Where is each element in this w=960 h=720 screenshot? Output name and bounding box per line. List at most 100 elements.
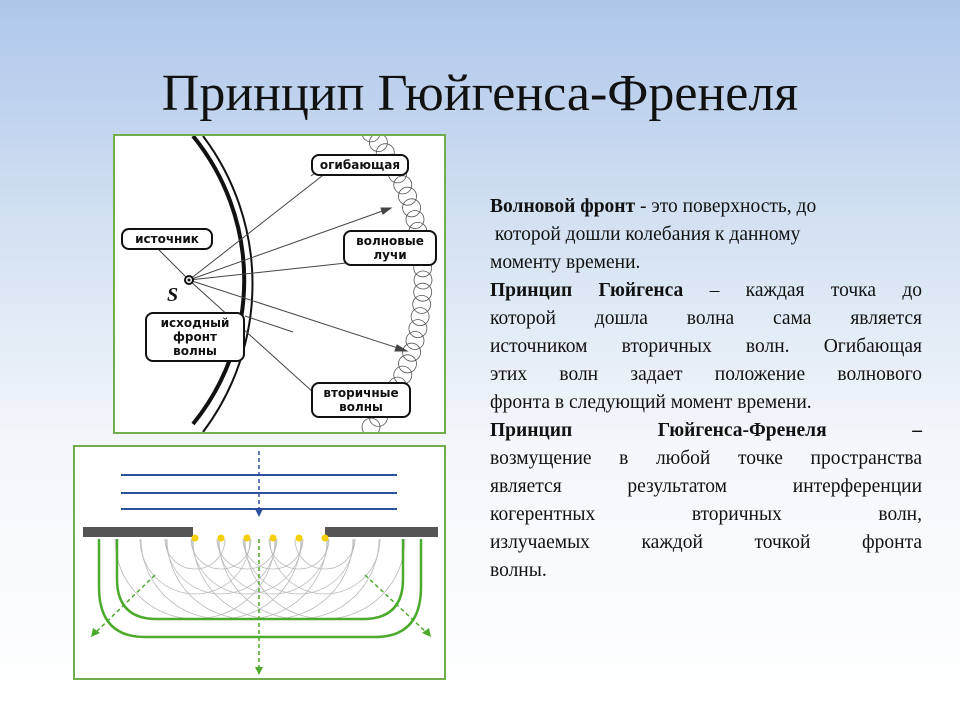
label-source: источник	[121, 228, 213, 250]
wavelet-circle	[413, 282, 433, 302]
label-secondary: вторичные волны	[311, 382, 411, 418]
hf-dash: –	[826, 420, 923, 441]
secondary-wave-arc	[269, 538, 381, 595]
slit-point	[295, 534, 303, 542]
slide-title: Принцип Гюйгенса-Френеля	[161, 65, 799, 122]
secondary-wave-arc	[192, 538, 354, 620]
wavefront-line-2: которой дошли колебания к данному	[490, 224, 801, 245]
secondary-wave-arc	[217, 538, 329, 595]
wavelet-circle	[361, 417, 381, 432]
wavelet-circle	[412, 294, 432, 314]
hf-term: Принцип Гюйгенса-Френеля	[490, 420, 827, 441]
wavelet-circle	[408, 319, 428, 339]
slit-point	[191, 534, 199, 542]
wave-rays	[154, 157, 413, 413]
wavefront-line-3: моменту времени.	[490, 252, 641, 273]
ray-arrow-3	[394, 344, 409, 352]
initial-wavefront-arc	[191, 136, 247, 426]
ray-5	[188, 279, 336, 413]
wavelet-circle	[362, 136, 380, 143]
secondary-wave-arc	[294, 538, 356, 570]
label-envelope-text: огибающая	[319, 158, 401, 172]
source-point-center	[187, 278, 191, 282]
wavefront-outer	[97, 539, 423, 639]
ray-arrow-1	[380, 207, 393, 215]
huygens-text-1: – каждая точка до	[683, 280, 922, 301]
secondary-wave-arc	[243, 538, 355, 595]
huygens-line-1: Принцип Гюйгенса – каждая точка до	[490, 277, 922, 305]
secondary-wave-arc	[166, 538, 328, 620]
arrow-left	[91, 628, 100, 637]
huygens-line-4: этих волн задает положение волнового	[490, 364, 922, 385]
slit-point	[269, 534, 277, 542]
huygens-line-3: источником вторичных волн. Огибающая	[490, 336, 922, 357]
label-source-text: источник	[135, 232, 199, 246]
wavelet-circle	[413, 270, 433, 290]
huygens-line-2: которой дошла волна сама является	[490, 308, 922, 329]
hf-line-4: когерентных вторичных волн,	[490, 504, 922, 525]
slit-points	[191, 534, 329, 542]
label-wave-rays-line1: волновые	[356, 234, 424, 248]
secondary-wave-arc	[114, 538, 276, 620]
wavefront-text-1: - это поверхность, до	[635, 196, 817, 217]
label-initial-front-line1: исходный	[160, 316, 230, 330]
wavefront-diagram: S огибающая источник волновые лучи исход…	[113, 134, 446, 434]
envelope-arc	[202, 136, 254, 432]
secondary-wave-arc	[191, 538, 303, 595]
label-secondary-line2: волны	[339, 400, 383, 414]
secondary-wave-arc	[244, 538, 406, 620]
pointer-source	[154, 245, 190, 281]
diffraction-svg	[83, 451, 438, 675]
hf-line-2: возмущение в любой точке пространства	[490, 448, 922, 469]
wavefront-term: Волновой фронт	[490, 196, 636, 217]
ray-3	[188, 279, 408, 352]
diffraction-diagram	[73, 445, 446, 680]
screen-right	[325, 527, 438, 537]
wavelet-circle	[398, 186, 417, 206]
huygens-term: Принцип Гюйгенса	[490, 280, 684, 301]
arrow-right	[422, 628, 431, 637]
wavefront-line-1: Волновой фронт - это поверхность, до	[490, 193, 922, 221]
hf-line-3: является результатом интерференции	[490, 476, 922, 497]
wavelet-circle	[405, 210, 425, 229]
secondary-wave-arc	[139, 538, 251, 595]
slit-point	[217, 534, 225, 542]
arrow-down	[255, 667, 263, 675]
label-envelope: огибающая	[311, 154, 409, 176]
label-initial-front: исходный фронт волны	[145, 312, 245, 362]
label-secondary-line1: вторичные	[323, 386, 399, 400]
ray-left	[94, 574, 156, 634]
pointer-initial	[244, 315, 294, 333]
wavelet-circle	[398, 354, 417, 374]
green-wavefronts	[97, 539, 423, 639]
ray-1	[188, 207, 392, 281]
slit-point	[321, 534, 329, 542]
wavelet-circle	[410, 307, 430, 327]
label-initial-front-line3: волны	[173, 344, 217, 358]
wavelet-circle	[393, 175, 413, 195]
wavelet-circle	[405, 331, 425, 350]
secondary-wave-arc	[165, 538, 277, 595]
wavefront-inner	[115, 539, 405, 621]
diffracted-rays	[94, 539, 428, 669]
screen-left	[83, 527, 193, 537]
label-initial-front-line2: фронт	[173, 330, 217, 344]
ray-4	[188, 157, 346, 281]
definitions-text: Волновой фронт - это поверхность, до кот…	[490, 193, 922, 585]
secondary-wave-arc	[218, 538, 380, 620]
secondary-wave-circles	[114, 538, 406, 620]
huygens-line-5: фронта в следующий момент времени.	[490, 392, 812, 413]
label-wave-rays: волновые лучи	[343, 230, 437, 266]
hf-line-1: Принцип Гюйгенса-Френеля –	[490, 417, 922, 445]
source-symbol: S	[167, 284, 179, 306]
secondary-wave-arc	[140, 538, 302, 620]
ray-right	[364, 574, 428, 634]
wavelet-circle	[402, 198, 422, 218]
secondary-wave-arc	[268, 538, 330, 570]
hf-line-6: волны.	[490, 560, 547, 581]
slit-point	[243, 534, 251, 542]
wavelet-circle	[369, 136, 388, 152]
hf-line-5: излучаемых каждой точкой фронта	[490, 532, 922, 553]
wavelet-circle	[402, 342, 422, 362]
